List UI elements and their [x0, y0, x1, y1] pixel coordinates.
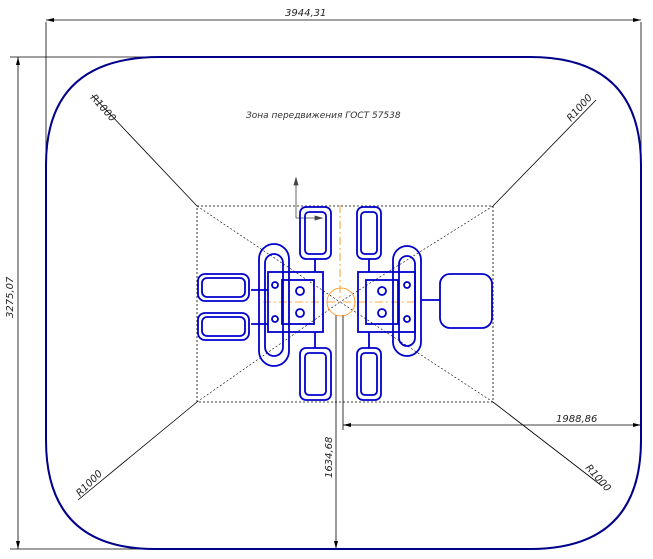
radius-label-bottom-left: R1000: [74, 468, 105, 499]
movement-zone-outline: [45, 56, 642, 550]
footprint-diagonals: [196, 205, 494, 403]
right-exercise-unit: [356, 206, 493, 401]
left-exercise-unit: [197, 206, 332, 401]
dimension-arrows: [16, 18, 641, 549]
radius-label-top-right: R1000: [565, 93, 595, 124]
dimension-offset-x-label: 1988,86: [556, 414, 597, 425]
dimension-height-label: 3275,07: [5, 276, 16, 318]
center-axes: [263, 205, 415, 317]
equipment-footprint-dashed: [196, 205, 494, 403]
corner-radial-lines: [77, 94, 603, 501]
zone-label: Зона передвижения ГОСТ 57538: [246, 111, 401, 121]
dimension-width-label: 3944,31: [285, 8, 326, 19]
radius-label-bottom-right: R1000: [583, 463, 613, 494]
dimension-offset-y-label: 1634,68: [324, 437, 335, 478]
radius-label-top-left: R1000: [88, 93, 118, 124]
origin-axes-icon: [293, 176, 324, 221]
